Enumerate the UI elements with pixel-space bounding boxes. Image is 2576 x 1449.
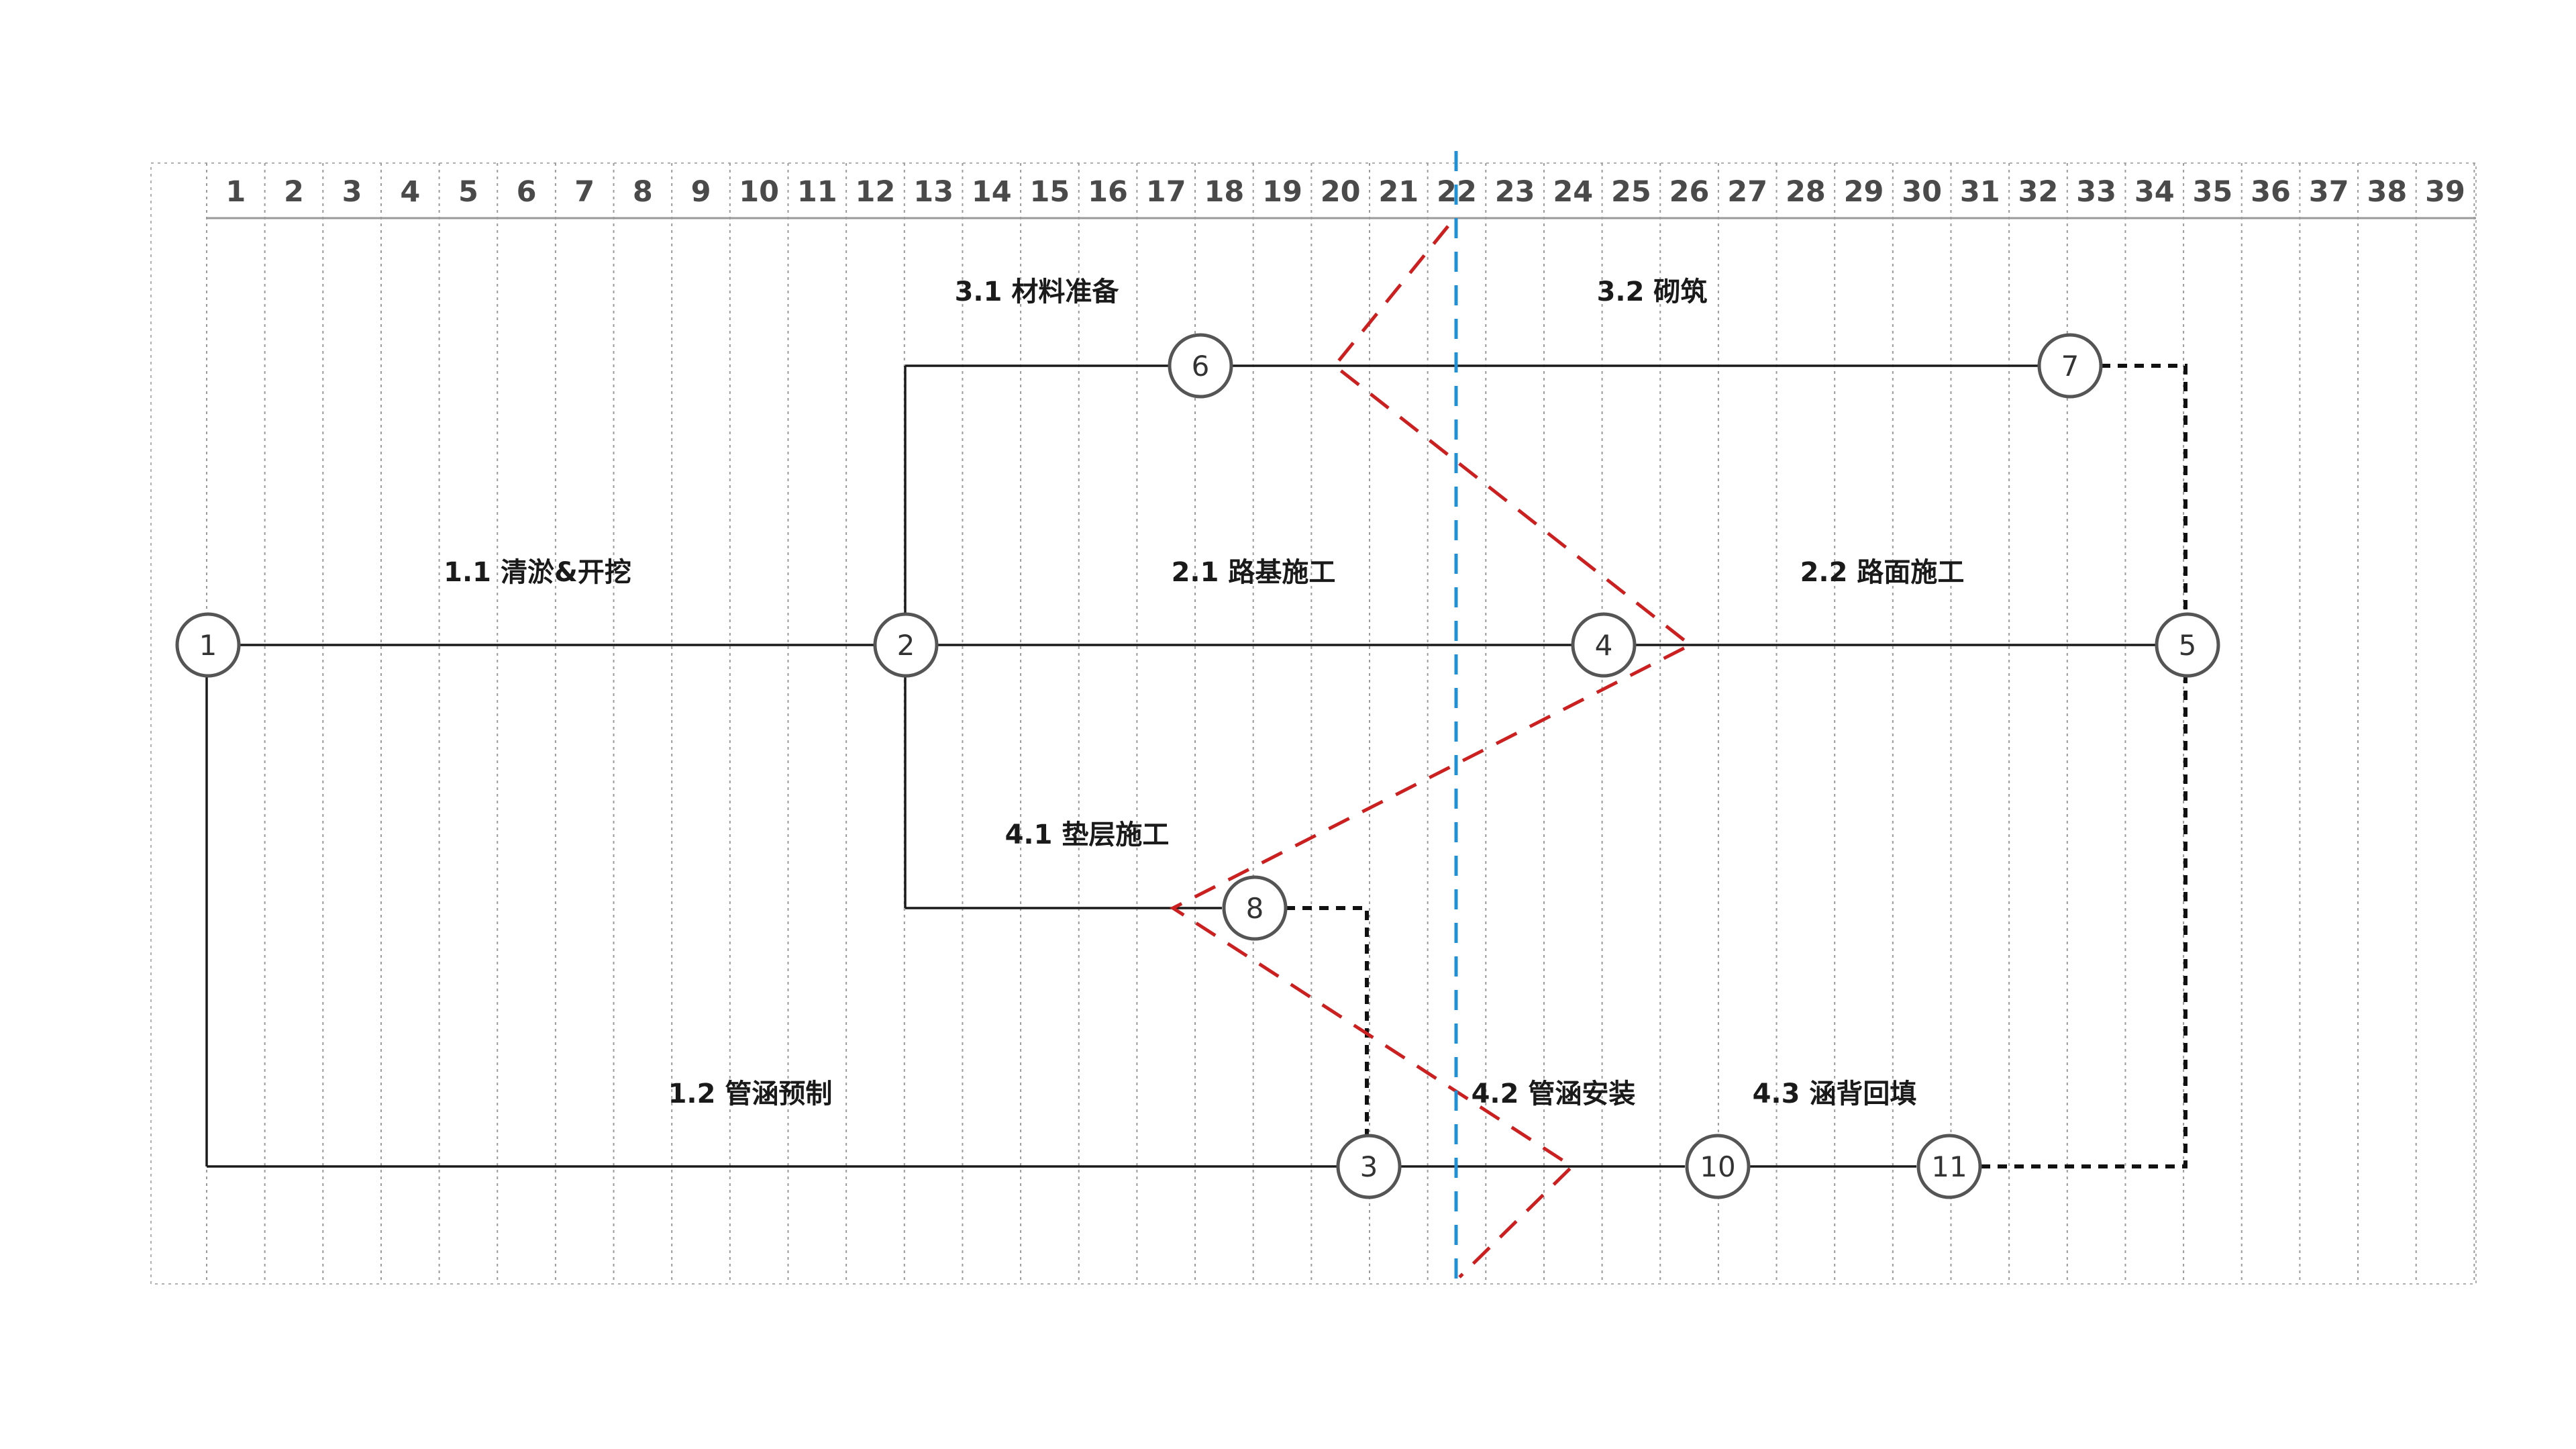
column-number: 2 bbox=[284, 175, 304, 209]
event-node-11: 11 bbox=[1916, 1134, 1982, 1199]
node-circle bbox=[1685, 1134, 1751, 1199]
column-number: 32 bbox=[2018, 175, 2059, 209]
column-number: 9 bbox=[691, 175, 711, 209]
column-number: 13 bbox=[913, 175, 954, 209]
node-number: 6 bbox=[1192, 350, 1210, 383]
task-label-1-1: 1.1 清淤&开挖 bbox=[444, 557, 631, 588]
column-number: 34 bbox=[2134, 175, 2175, 209]
event-node-6: 6 bbox=[1168, 333, 1233, 399]
dummy-links bbox=[1286, 364, 2187, 1168]
column-number: 8 bbox=[633, 175, 653, 209]
time-grid bbox=[206, 163, 2475, 1284]
task-label-2-2: 2.2 路面施工 bbox=[1800, 557, 1965, 588]
event-node-3: 3 bbox=[1336, 1134, 1402, 1199]
column-number: 6 bbox=[517, 175, 537, 209]
column-number: 29 bbox=[1844, 175, 1884, 209]
event-nodes: 1 2 4 5 6 7 8 3 10 11 bbox=[175, 333, 2220, 1199]
node-number: 11 bbox=[1931, 1150, 1967, 1183]
column-number: 1 bbox=[225, 175, 246, 209]
column-number: 16 bbox=[1088, 175, 1128, 209]
column-number: 33 bbox=[2076, 175, 2116, 209]
column-number: 36 bbox=[2251, 175, 2291, 209]
column-header: 1234567891011121314151617181920212223242… bbox=[225, 175, 2465, 209]
column-number: 14 bbox=[972, 175, 1012, 209]
column-number: 10 bbox=[739, 175, 779, 209]
column-number: 3 bbox=[342, 175, 362, 209]
node-circle bbox=[1168, 333, 1233, 399]
column-number: 19 bbox=[1262, 175, 1302, 209]
task-label-3-1: 3.1 材料准备 bbox=[955, 277, 1120, 307]
node-circle bbox=[1571, 612, 1637, 678]
task-label-2-1: 2.1 路基施工 bbox=[1172, 557, 1336, 588]
column-number: 31 bbox=[1960, 175, 2000, 209]
event-node-7: 7 bbox=[2037, 333, 2103, 399]
event-node-4: 4 bbox=[1571, 612, 1637, 678]
column-number: 18 bbox=[1204, 175, 1244, 209]
node-circle bbox=[2155, 612, 2220, 678]
event-node-10: 10 bbox=[1685, 1134, 1751, 1199]
column-number: 4 bbox=[400, 175, 420, 209]
node-circle bbox=[2037, 333, 2103, 399]
column-number: 21 bbox=[1378, 175, 1419, 209]
column-number: 11 bbox=[797, 175, 837, 209]
column-number: 30 bbox=[1902, 175, 1942, 209]
dummy-11-to-5 bbox=[1981, 677, 2187, 1168]
node-number: 5 bbox=[2179, 629, 2197, 662]
task-label-4-1: 4.1 垫层施工 bbox=[1005, 819, 1170, 850]
event-node-5: 5 bbox=[2155, 612, 2220, 678]
column-number: 38 bbox=[2367, 175, 2407, 209]
node-circle bbox=[1336, 1134, 1402, 1199]
column-number: 7 bbox=[574, 175, 595, 209]
column-number: 12 bbox=[856, 175, 896, 209]
node-circle bbox=[873, 612, 939, 678]
column-number: 27 bbox=[1727, 175, 1767, 209]
event-node-2: 2 bbox=[873, 612, 939, 678]
node-number: 10 bbox=[1700, 1150, 1735, 1183]
node-number: 2 bbox=[897, 629, 915, 662]
column-number: 37 bbox=[2309, 175, 2349, 209]
node-circle bbox=[175, 612, 241, 678]
node-number: 4 bbox=[1595, 629, 1613, 662]
column-number: 15 bbox=[1030, 175, 1070, 209]
column-number: 23 bbox=[1495, 175, 1535, 209]
column-number: 39 bbox=[2425, 175, 2465, 209]
node-number: 3 bbox=[1360, 1150, 1378, 1183]
progress-front-line bbox=[1169, 225, 1694, 1279]
column-number: 17 bbox=[1146, 175, 1186, 209]
column-number: 24 bbox=[1553, 175, 1593, 209]
dummy-8-to-3 bbox=[1286, 906, 1369, 1135]
task-label-1-2: 1.2 管涵预制 bbox=[668, 1079, 833, 1109]
column-number: 35 bbox=[2193, 175, 2233, 209]
column-number: 28 bbox=[1786, 175, 1826, 209]
column-number: 5 bbox=[458, 175, 478, 209]
event-node-8: 8 bbox=[1222, 875, 1288, 941]
task-label-4-2: 4.2 管涵安装 bbox=[1472, 1079, 1636, 1109]
task-label-4-3: 4.3 涵背回填 bbox=[1753, 1079, 1917, 1109]
diagram-frame bbox=[150, 162, 2477, 1285]
task-labels: 1.1 清淤&开挖 1.2 管涵预制 2.1 路基施工 2.2 路面施工 3.1… bbox=[444, 277, 1964, 1109]
column-number: 20 bbox=[1321, 175, 1361, 209]
event-node-1: 1 bbox=[175, 612, 241, 678]
activity-lines bbox=[205, 364, 2156, 1168]
node-number: 7 bbox=[2061, 350, 2079, 383]
column-number: 26 bbox=[1669, 175, 1710, 209]
task-label-3-2: 3.2 砌筑 bbox=[1597, 277, 1708, 307]
node-number: 1 bbox=[199, 629, 217, 662]
node-circle bbox=[1222, 875, 1288, 941]
dummy-7-to-5 bbox=[2101, 364, 2187, 613]
node-number: 8 bbox=[1246, 892, 1264, 925]
node-circle bbox=[1916, 1134, 1982, 1199]
column-number: 25 bbox=[1611, 175, 1651, 209]
